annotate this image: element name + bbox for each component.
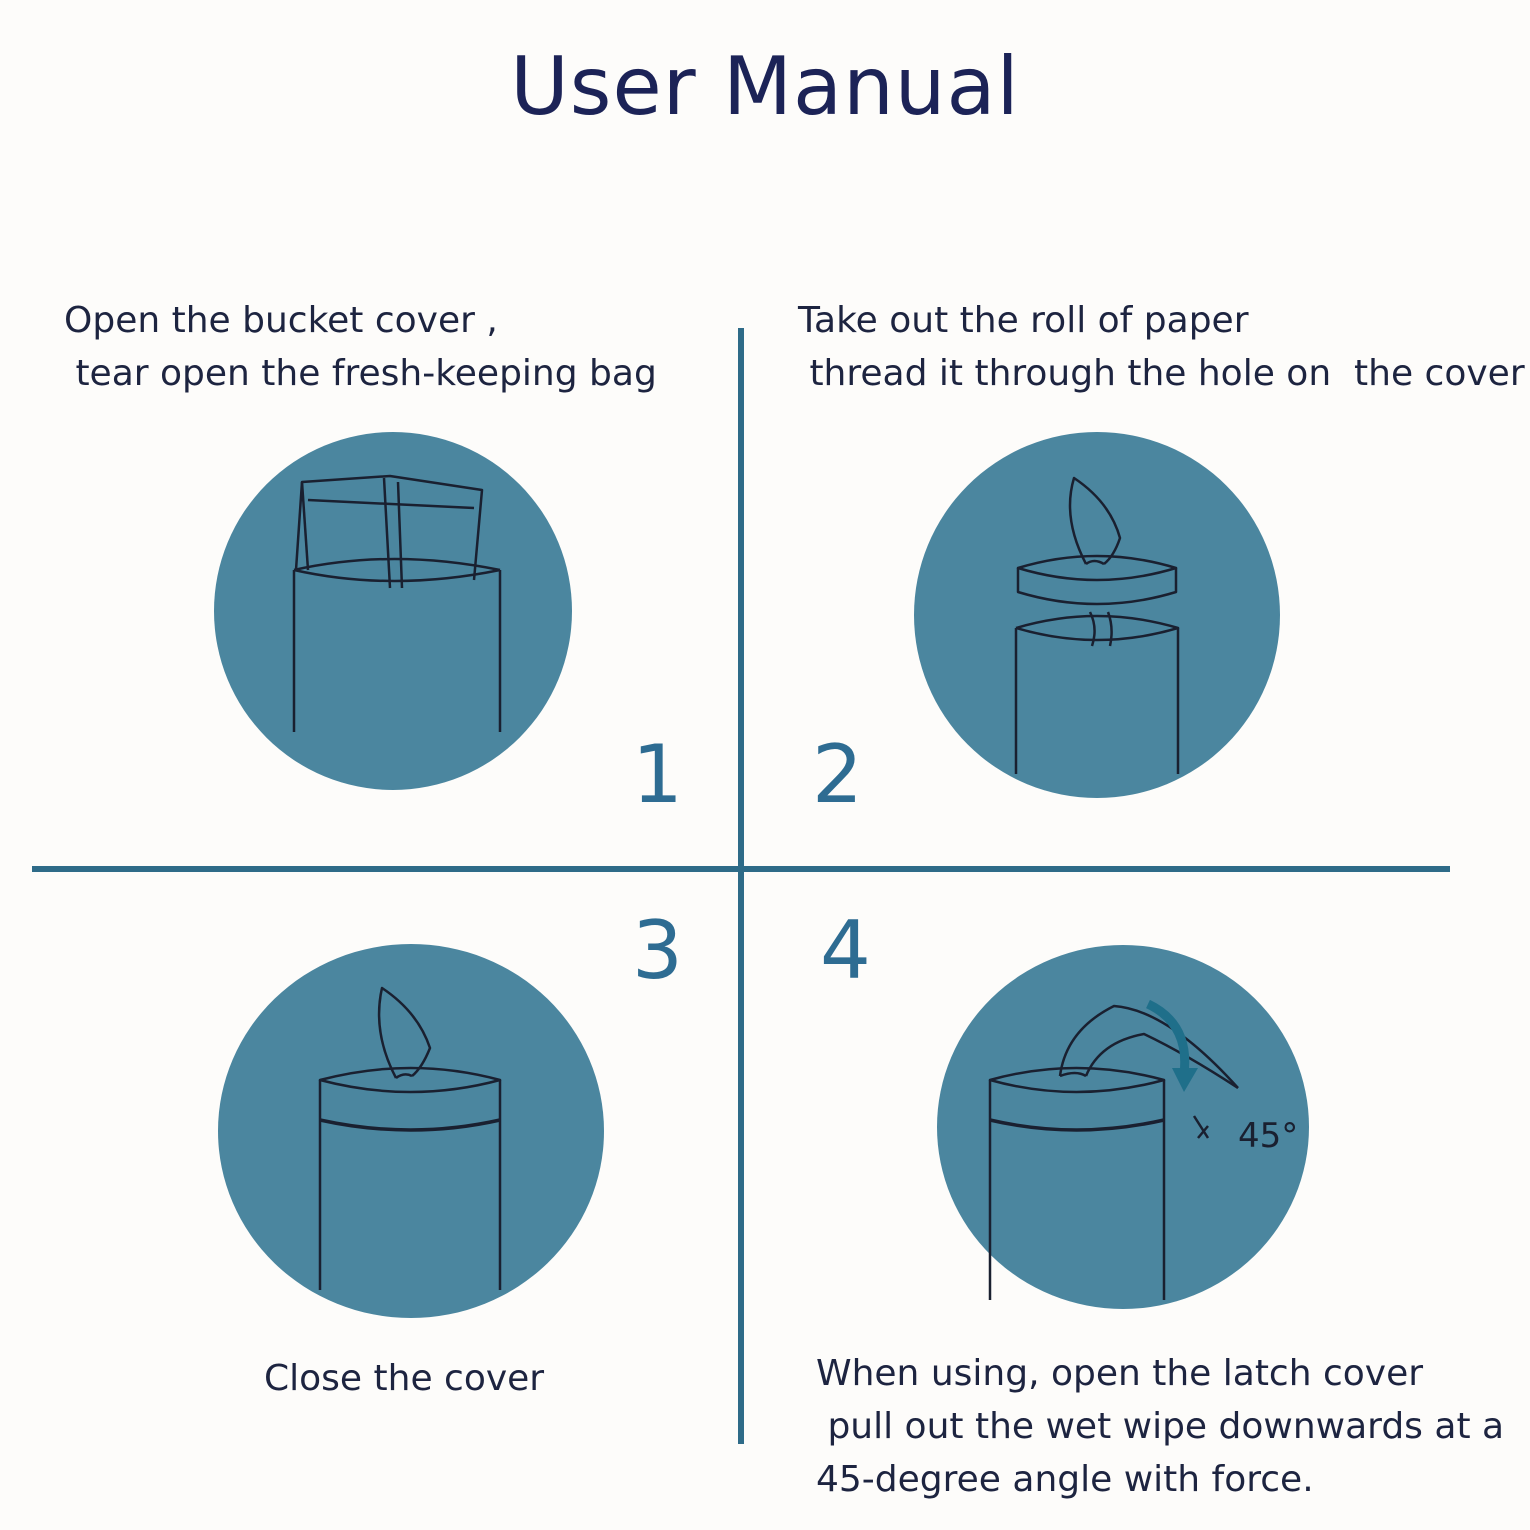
step-1-caption: Open the bucket cover , tear open the fr…	[64, 300, 657, 394]
step-3-caption: Close the cover	[264, 1358, 545, 1399]
step-4-number: 4	[820, 904, 871, 997]
horizontal-divider	[32, 866, 1450, 872]
bag-in-bucket-icon	[214, 432, 572, 790]
pull-wipe-icon	[937, 945, 1309, 1309]
step-2-number: 2	[812, 728, 863, 821]
step-2-caption: Take out the roll of paper thread it thr…	[798, 300, 1525, 394]
step-1-number: 1	[632, 728, 683, 821]
step-3-number: 3	[632, 904, 683, 997]
closed-cover-icon	[218, 944, 604, 1318]
page-title: User Manual	[510, 40, 1020, 133]
thread-roll-icon	[914, 432, 1280, 798]
vertical-divider	[738, 328, 744, 1444]
step-4-caption: When using, open the latch cover pull ou…	[816, 1353, 1505, 1500]
angle-label: 45°	[1238, 1116, 1299, 1156]
